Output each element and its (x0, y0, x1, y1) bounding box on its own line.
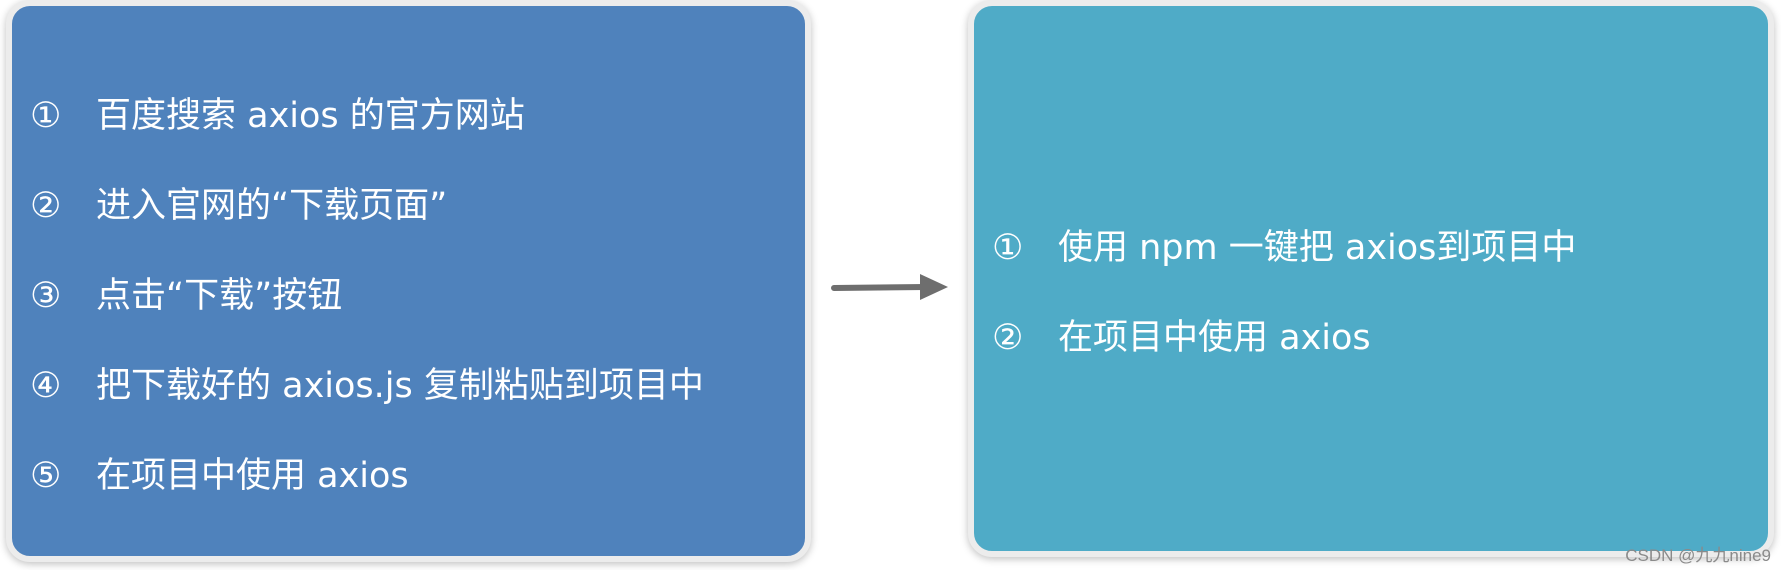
left-step-2: ② 进入官网的“下载页面” (30, 184, 447, 228)
step-text: 使用 npm 一键把 axios到项目中 (1058, 228, 1577, 268)
step-text: 点击“下载”按钮 (96, 276, 343, 316)
manual-install-panel (6, 0, 811, 562)
step-text: 进入官网的“下载页面” (96, 186, 448, 226)
step-text: 百度搜索 axios 的官方网站 (96, 96, 525, 136)
npm-install-panel (968, 0, 1774, 557)
step-text: 把下载好的 axios.js 复制粘贴到项目中 (96, 366, 704, 406)
right-step-1: ① 使用 npm 一键把 axios到项目中 (992, 226, 1576, 270)
step-text: 在项目中使用 axios (96, 456, 409, 496)
step-number: ② (30, 186, 62, 226)
step-number: ① (30, 96, 62, 136)
step-number: ④ (30, 366, 62, 406)
right-arrow-icon (831, 274, 948, 300)
left-step-4: ④ 把下载好的 axios.js 复制粘贴到项目中 (30, 364, 704, 408)
step-number: ② (992, 318, 1024, 358)
step-number: ③ (30, 276, 62, 316)
csdn-watermark: CSDN @九九nine9 (1625, 546, 1771, 565)
step-text: 在项目中使用 axios (1058, 318, 1371, 358)
step-number: ① (992, 228, 1024, 268)
right-step-2: ② 在项目中使用 axios (992, 316, 1371, 360)
left-step-1: ① 百度搜索 axios 的官方网站 (30, 94, 525, 138)
left-step-5: ⑤ 在项目中使用 axios (30, 454, 409, 498)
left-step-3: ③ 点击“下载”按钮 (30, 274, 342, 318)
step-number: ⑤ (30, 456, 62, 496)
